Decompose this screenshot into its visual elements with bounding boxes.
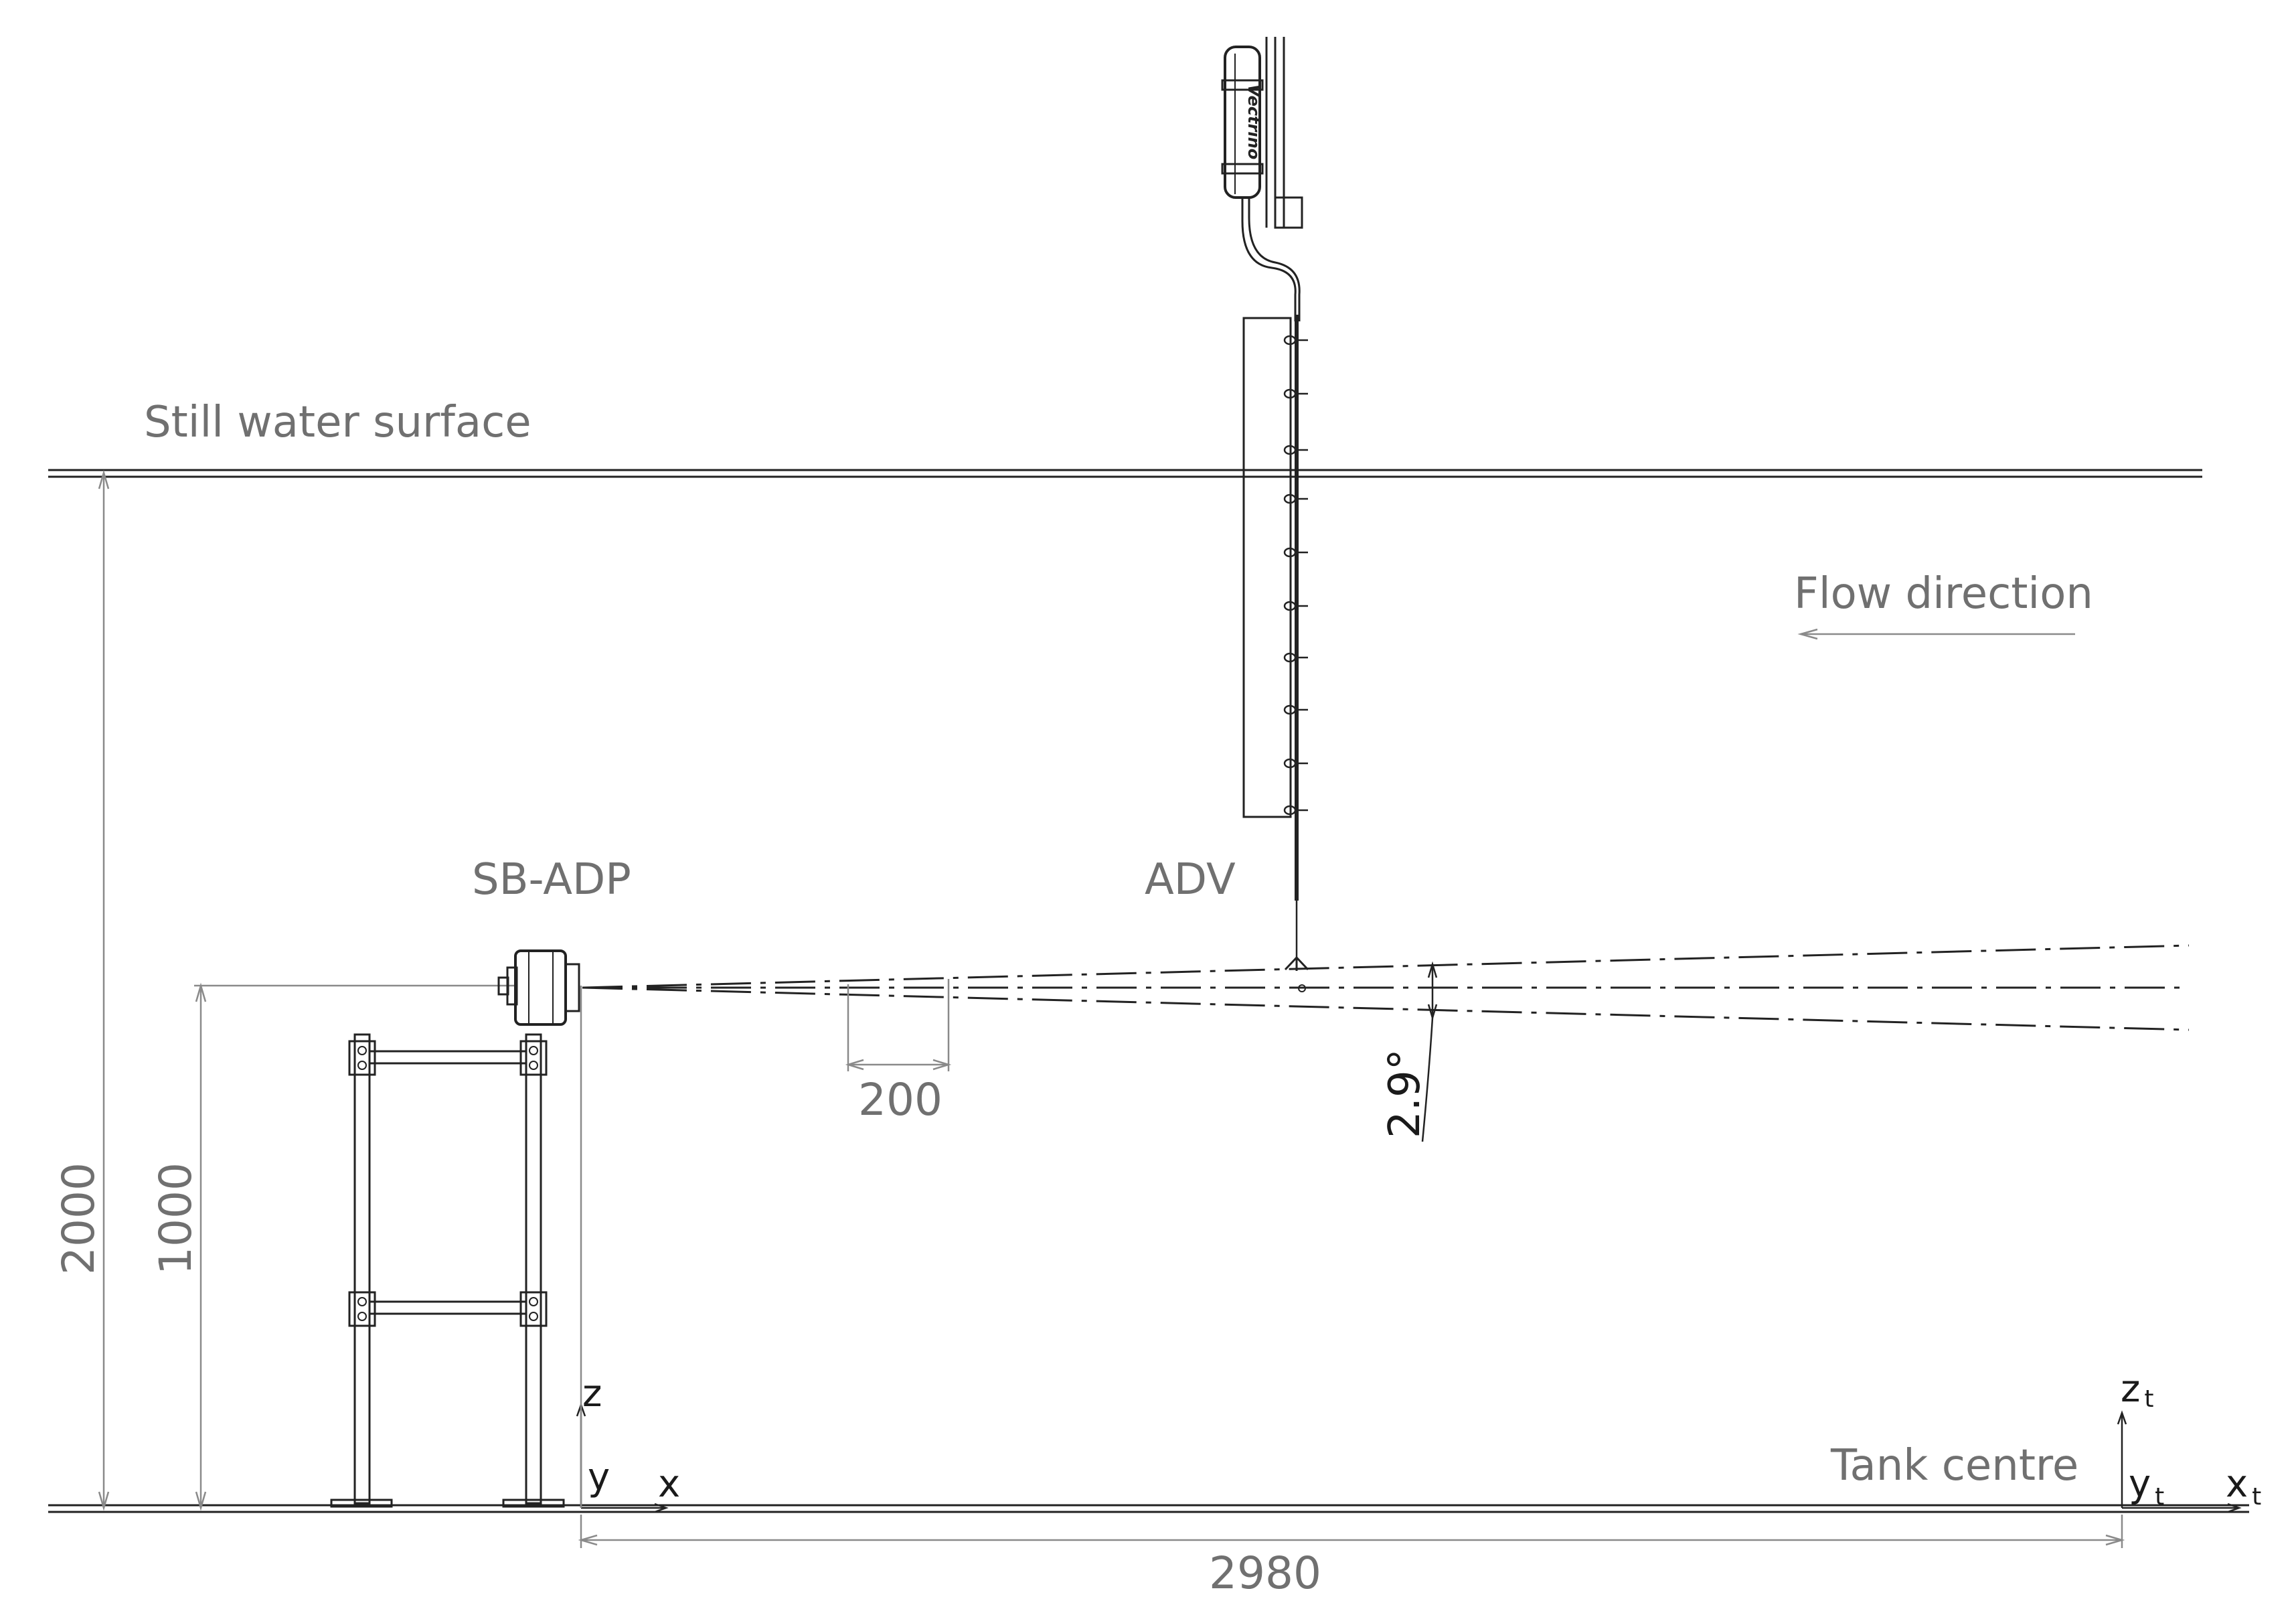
still-water-surface	[48, 469, 2202, 478]
beam-angle-dimension	[1421, 961, 1438, 1142]
cell-size-value: 200	[858, 1074, 942, 1126]
adv-mount	[1242, 37, 1303, 818]
cell-size-dimension	[845, 979, 952, 1071]
sb-adp-label: SB-ADP	[472, 855, 631, 905]
adp-beam	[582, 944, 2190, 1031]
adp-height-value: 1000	[150, 1162, 201, 1275]
tank-centre-label: Tank centre	[1830, 1441, 2078, 1491]
cable-clips	[1283, 335, 1308, 816]
local-x-label: x	[658, 1462, 680, 1506]
local-z-label: z	[582, 1372, 602, 1416]
support-frame	[330, 1033, 565, 1508]
flow-direction-arrow	[1797, 628, 2075, 640]
horizontal-offset-value: 2980	[1209, 1547, 1321, 1599]
adv-cable-stem	[1284, 315, 1309, 992]
still-water-surface-label: Still water surface	[144, 398, 531, 447]
beam-angle-value: 2.9°	[1380, 1049, 1430, 1138]
local-y-label: y	[588, 1456, 610, 1499]
adv-label: ADV	[1145, 855, 1236, 905]
tank-floor	[48, 1504, 2249, 1513]
flow-direction-label: Flow direction	[1794, 569, 2093, 619]
probe-brand-label: Vectrino	[1244, 84, 1263, 159]
adv-probe-housing	[1221, 46, 1301, 321]
horizontal-offset-dimension	[578, 1515, 2125, 1548]
adp-height-dimension	[194, 982, 515, 1511]
sb-adp-instrument	[497, 949, 580, 1026]
local-axes	[576, 986, 669, 1513]
tank-axes	[2117, 1410, 2242, 1513]
water-depth-value: 2000	[53, 1162, 104, 1275]
water-depth-dimension	[98, 469, 110, 1511]
